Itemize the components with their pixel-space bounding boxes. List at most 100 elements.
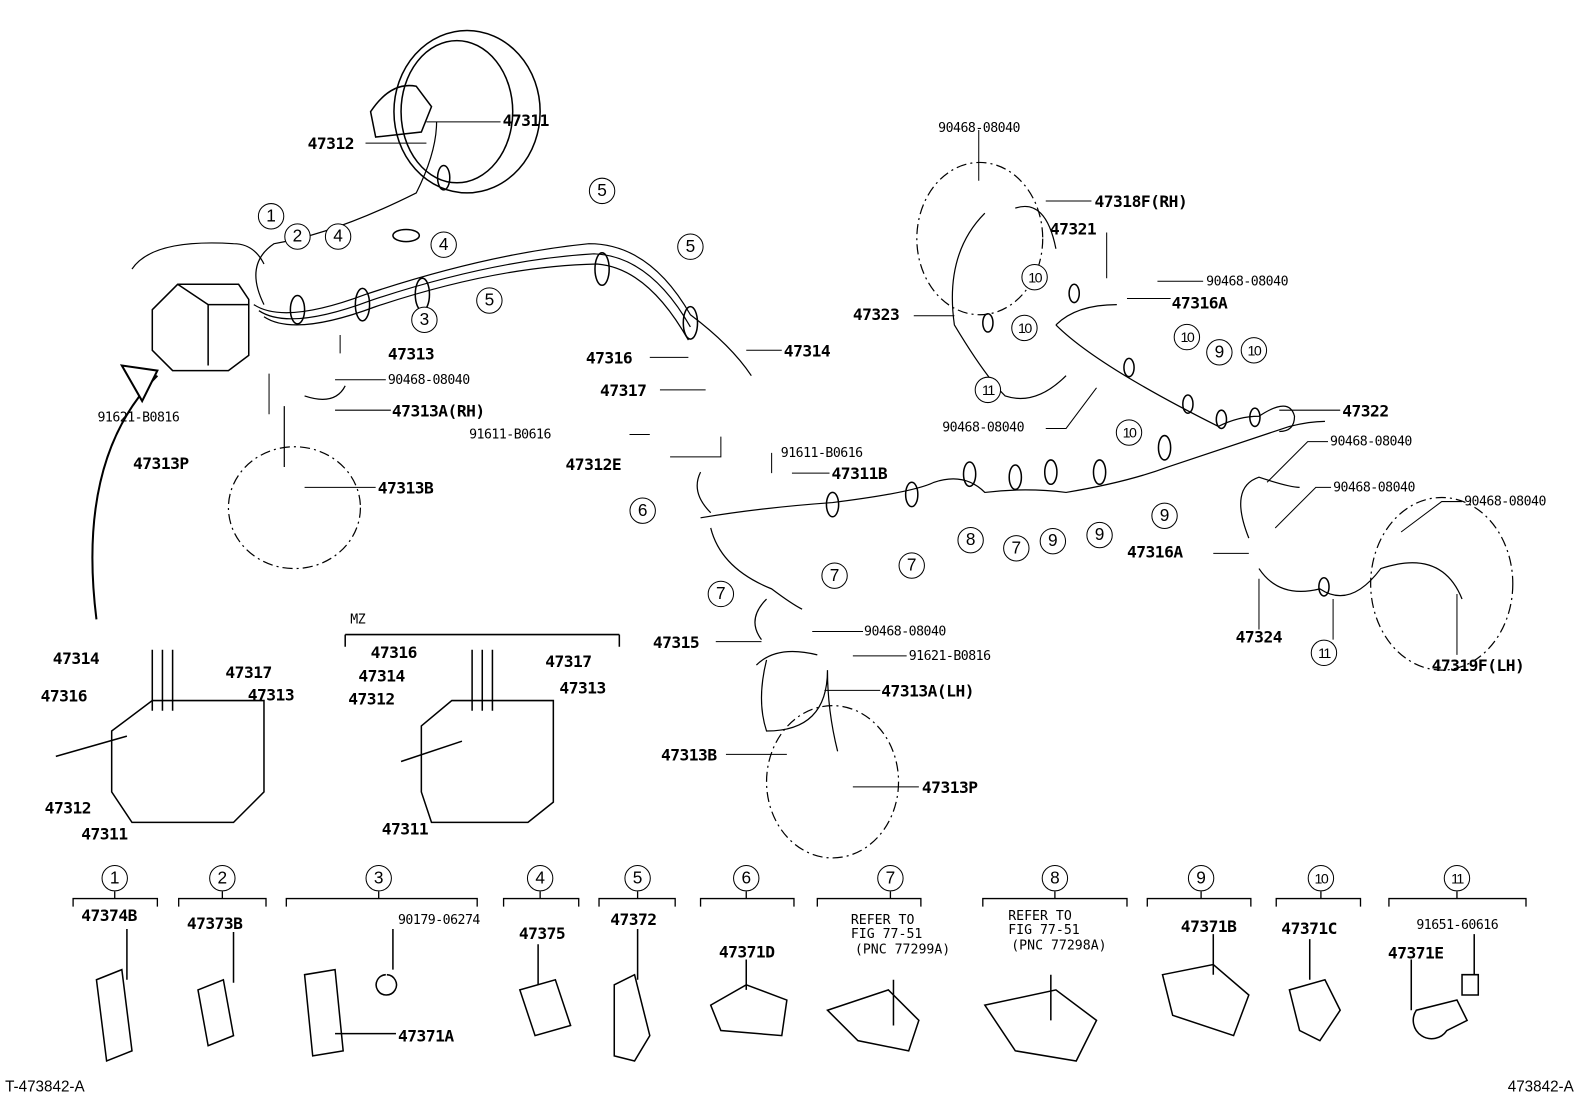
- clamp-ref-circle[interactable]: 1: [257, 203, 285, 230]
- brake-lines: [131, 121, 1463, 752]
- part-label[interactable]: 47312: [307, 134, 355, 154]
- legend-part-drawings: [95, 928, 1480, 1063]
- clamp-ref-circle[interactable]: 5: [476, 287, 503, 314]
- part-label[interactable]: 91611-B0616: [469, 427, 551, 443]
- part-label[interactable]: 47318F(RH): [1094, 191, 1188, 212]
- part-label[interactable]: 47313A(LH): [881, 681, 975, 701]
- part-label[interactable]: 47322: [1342, 401, 1389, 421]
- legend-ref-circle: 8: [1041, 865, 1069, 892]
- clamp-ref-circle[interactable]: 3: [411, 306, 438, 334]
- legend-part[interactable]: 47371E: [1387, 943, 1444, 963]
- part-label[interactable]: 47313A(RH): [391, 401, 485, 421]
- inset-mz-label[interactable]: 47316: [370, 642, 418, 662]
- clamp-ref-circle[interactable]: 8: [957, 526, 984, 554]
- inset-abs-label[interactable]: 47314: [52, 648, 100, 669]
- clamp-ref-circle[interactable]: 2: [284, 223, 311, 250]
- clamp-ref-circle[interactable]: 10: [1011, 314, 1038, 342]
- clamp-ref-circle[interactable]: 7: [898, 552, 925, 579]
- part-label[interactable]: 90468-08040: [1206, 274, 1289, 290]
- inset-mz-label[interactable]: 47317: [545, 651, 592, 672]
- inset-mz-label[interactable]: 47311: [381, 819, 429, 839]
- figure-code-right: 473842-A: [1507, 1078, 1574, 1096]
- clamp-ref-circle[interactable]: 10: [1115, 419, 1143, 446]
- legend-note: (PNC 77298A): [1011, 938, 1107, 954]
- inset-abs-label[interactable]: 47317: [225, 662, 272, 683]
- clamp-ref-circle[interactable]: 6: [629, 497, 656, 524]
- clamp-ref-circle[interactable]: 5: [588, 177, 616, 205]
- part-label[interactable]: 90468-08040: [1464, 494, 1546, 510]
- inset-mz-label[interactable]: 47313: [559, 678, 606, 698]
- part-label[interactable]: 47316A: [1171, 293, 1228, 313]
- legend-part[interactable]: 47372: [610, 909, 657, 929]
- inset-mz-label[interactable]: 47312: [348, 689, 395, 709]
- part-label[interactable]: 47313P: [133, 453, 189, 474]
- clamp-ref-circle[interactable]: 7: [707, 580, 735, 608]
- legend-part[interactable]: 47371D: [718, 942, 775, 962]
- inset-abs-label[interactable]: 47313: [247, 685, 295, 705]
- legend-note: (PNC 77299A): [854, 942, 951, 958]
- legend-part[interactable]: 91651-60616: [1416, 917, 1499, 934]
- part-label[interactable]: 47311B: [831, 463, 888, 484]
- part-label[interactable]: 47311: [502, 110, 550, 130]
- part-label[interactable]: 47323: [852, 304, 900, 324]
- part-label[interactable]: 47312E: [565, 454, 622, 475]
- clamp-ref-circle[interactable]: 5: [677, 233, 704, 260]
- clamp-ref-circle[interactable]: 9: [1086, 521, 1113, 549]
- part-label[interactable]: 90468-08040: [864, 624, 946, 640]
- part-label[interactable]: 90468-08040: [942, 420, 1025, 436]
- clamp-ref-circle[interactable]: 11: [974, 376, 1002, 404]
- legend-ref-circle: 1: [101, 865, 128, 892]
- legend-ref-circle: 11: [1443, 865, 1471, 892]
- legend-part[interactable]: 47371A: [397, 1026, 454, 1046]
- part-label[interactable]: 91611-B0616: [780, 445, 863, 461]
- clamp-ref-circle[interactable]: 4: [324, 223, 352, 250]
- clamp-ref-circle[interactable]: 11: [1310, 639, 1338, 667]
- legend-part[interactable]: 47371B: [1180, 916, 1237, 937]
- part-label[interactable]: 91621-B0816: [97, 410, 180, 426]
- inset-abs-label[interactable]: 47316: [40, 686, 88, 706]
- legend-part[interactable]: 90179-06274: [397, 912, 480, 928]
- legend-brackets: [72, 891, 1527, 907]
- part-label[interactable]: 47316: [585, 348, 633, 368]
- inset-abs-label[interactable]: 47312: [44, 798, 92, 818]
- legend-part[interactable]: 47374B: [81, 905, 137, 925]
- clamp-ref-circle[interactable]: 9: [1206, 339, 1233, 366]
- part-label[interactable]: 90468-08040: [1333, 480, 1415, 496]
- legend-part[interactable]: 47371C: [1281, 918, 1337, 939]
- clamp-ref-circle[interactable]: 4: [430, 231, 457, 258]
- part-label[interactable]: 91621-B0816: [908, 648, 991, 665]
- part-label[interactable]: 47313: [387, 344, 435, 364]
- part-label[interactable]: 90468-08040: [387, 372, 470, 388]
- part-label[interactable]: 47313P: [921, 777, 978, 798]
- legend-ref-circle: 2: [209, 865, 236, 892]
- reference-arrow: [91, 364, 159, 620]
- part-label[interactable]: 47321: [1049, 219, 1097, 239]
- legend-ref-circle: 9: [1187, 865, 1215, 892]
- legend-part[interactable]: 47375: [518, 923, 566, 944]
- part-label[interactable]: 47324: [1235, 627, 1283, 647]
- part-label[interactable]: 90468-08040: [1330, 434, 1412, 450]
- clamp-ref-circle[interactable]: 10: [1240, 337, 1268, 364]
- part-label[interactable]: 47313B: [660, 745, 717, 765]
- abs-inset-drawings: [55, 633, 621, 824]
- clamp-ref-circle[interactable]: 9: [1039, 527, 1067, 555]
- part-label[interactable]: 90468-08040: [938, 120, 1020, 137]
- part-label[interactable]: 47319F(LH): [1431, 655, 1525, 676]
- inset-abs-label[interactable]: 47311: [81, 824, 128, 844]
- clamps: [289, 164, 1330, 597]
- part-label[interactable]: 47316A: [1126, 542, 1183, 562]
- clamp-ref-circle[interactable]: 7: [1003, 535, 1030, 562]
- clamp-ref-circle[interactable]: 9: [1151, 502, 1178, 529]
- clamp-ref-circle[interactable]: 10: [1021, 263, 1048, 291]
- part-label[interactable]: 47317: [600, 380, 647, 401]
- clamp-ref-circle[interactable]: 7: [821, 562, 848, 589]
- inset-mz-label[interactable]: 47314: [358, 666, 405, 686]
- part-label[interactable]: 47315: [652, 632, 700, 652]
- part-label[interactable]: 47314: [783, 341, 831, 361]
- legend-part[interactable]: 47373B: [186, 913, 243, 934]
- leader-lines: [268, 121, 1463, 788]
- clamp-ref-circle[interactable]: 10: [1173, 323, 1201, 351]
- legend-note: FIG 77-51: [850, 926, 923, 943]
- part-label[interactable]: 47313B: [377, 478, 434, 498]
